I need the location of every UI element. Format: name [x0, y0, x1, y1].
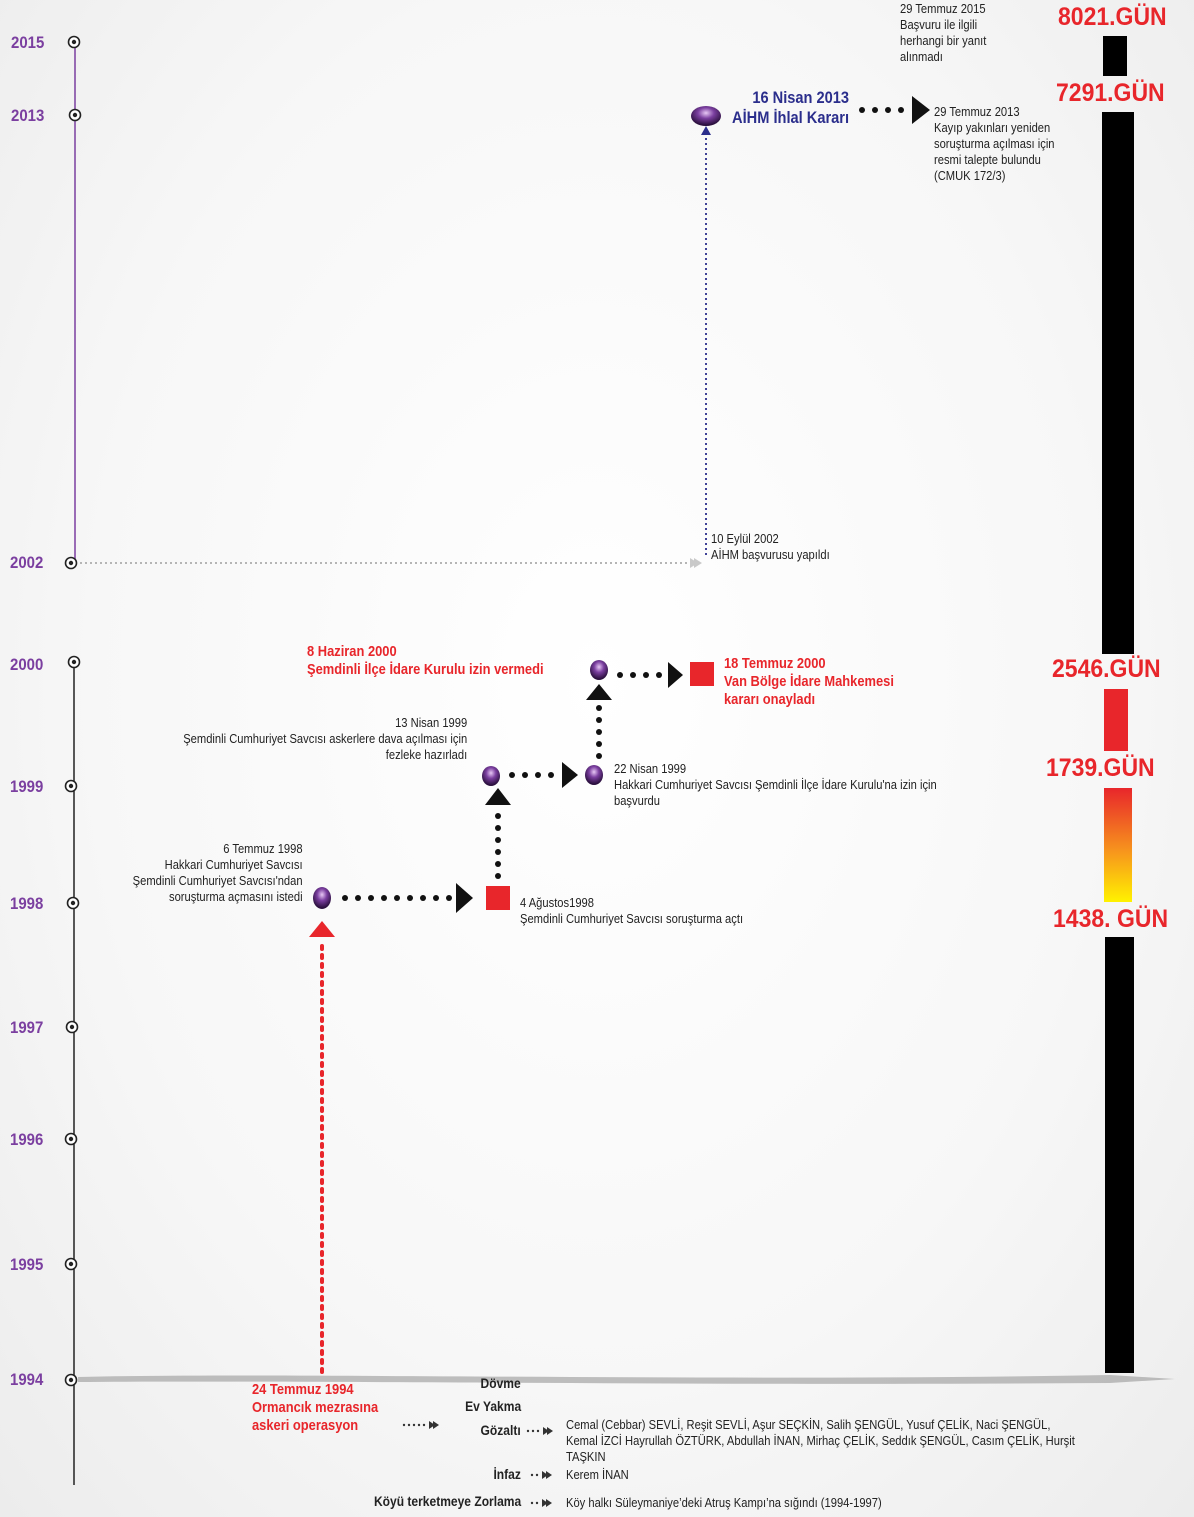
- day-count-7291: 7291.GÜN: [1056, 79, 1165, 107]
- event-2013-request: 29 Temmuz 2013 Kayıp yakınları yeniden s…: [934, 104, 1055, 183]
- arrow-1999-right: [562, 762, 578, 788]
- orb-2000: [590, 660, 608, 680]
- event-2002-text: 10 Eylül 2002 AİHM başvurusu yapıldı: [711, 531, 830, 562]
- infaz-names: Kerem İNAN: [566, 1467, 629, 1482]
- day-count-1438: 1438. GÜN: [1053, 905, 1169, 933]
- arrow-2013-up: [701, 126, 711, 135]
- year-marker-2000: [67, 655, 81, 669]
- violation-koy-terk: Köyü terketmeye Zorlama: [373, 1493, 521, 1509]
- square-1998-aug: [486, 886, 510, 910]
- year-marker-2013: [68, 108, 82, 122]
- gozalti-names: Cemal (Cebbar) SEVLİ, Reşit SEVLİ, Aşur …: [566, 1417, 1075, 1464]
- year-marker-1999: [64, 779, 78, 793]
- year-label-2015: 2015: [11, 33, 45, 52]
- connector-1998-1999: [495, 813, 501, 879]
- year-label-2000: 2000: [10, 655, 44, 674]
- orb-1998: [313, 887, 331, 909]
- arrow-1994-up: [309, 921, 335, 937]
- bar-8021: [1103, 36, 1127, 76]
- bar-1739: [1104, 788, 1132, 902]
- day-count-2546: 2546.GÜN: [1052, 655, 1161, 683]
- year-marker-2015: [67, 35, 81, 49]
- year-marker-1996: [64, 1132, 78, 1146]
- orb-2013: [691, 106, 721, 126]
- orb-1999-april13: [482, 766, 500, 786]
- violation-infaz: İnfaz: [493, 1466, 521, 1482]
- event-1994-operation: 24 Temmuz 1994 Ormancık mezrasına askeri…: [252, 1381, 379, 1434]
- arrow-2000-up: [586, 684, 612, 700]
- event-2000-court: 18 Temmuz 2000 Van Bölge İdare Mahkemesi…: [724, 655, 894, 708]
- arrow-1998-right: [456, 883, 473, 913]
- violation-gozalti: Gözaltı: [480, 1422, 521, 1438]
- year-marker-1997: [65, 1020, 79, 1034]
- year-marker-1994: [64, 1373, 78, 1387]
- year-label-2002: 2002: [10, 553, 44, 572]
- brush-stroke: [78, 1375, 1175, 1384]
- day-count-8021: 8021.GÜN: [1058, 3, 1167, 31]
- year-label-1994: 1994: [10, 1370, 44, 1389]
- year-marker-2002: [64, 556, 78, 570]
- bar-1438: [1105, 937, 1134, 1373]
- event-2015-text: 29 Temmuz 2015 Başvuru ile ilgili herhan…: [900, 1, 987, 64]
- event-1998-aug: 4 Ağustos1998 Şemdinli Cumhuriyet Savcıs…: [520, 895, 744, 926]
- year-label-1999: 1999: [10, 777, 44, 796]
- year-label-1997: 1997: [10, 1018, 44, 1037]
- bottom-connectors: [402, 1421, 553, 1507]
- event-2013-title: 16 Nisan 2013 AİHM İhlal Kararı: [731, 88, 849, 127]
- year-label-1998: 1998: [10, 894, 44, 913]
- violation-ev-yakma: Ev Yakma: [464, 1398, 521, 1414]
- event-2000-refusal: 8 Haziran 2000 Şemdinli İlçe İdare Kurul…: [307, 643, 544, 678]
- bar-2546: [1104, 689, 1128, 751]
- koy-terk-text: Köy halkı Süleymaniye’deki Atruş Kampı’n…: [566, 1495, 882, 1510]
- arrow-2002: [690, 558, 702, 568]
- violation-dovme: Dövme: [480, 1375, 521, 1391]
- year-markers: [64, 35, 82, 1387]
- year-marker-1995: [64, 1257, 78, 1271]
- square-2000-court: [690, 662, 714, 686]
- connector-1999-2000: [596, 705, 602, 759]
- arrow-2000-right: [668, 662, 683, 688]
- connector-2013-horizontal: [859, 107, 904, 113]
- year-marker-1998: [66, 896, 80, 910]
- connector-2000-horizontal: [617, 672, 662, 678]
- arrow-2013-right: [912, 96, 930, 124]
- event-1998-july: 6 Temmuz 1998 Hakkari Cumhuriyet Savcısı…: [133, 841, 303, 904]
- year-label-1995: 1995: [10, 1255, 44, 1274]
- connector-1999-horizontal: [509, 772, 554, 778]
- connector-1998-horizontal: [342, 895, 452, 901]
- year-label-2013: 2013: [11, 106, 45, 125]
- bar-7291: [1102, 112, 1134, 654]
- day-count-1739: 1739.GÜN: [1046, 754, 1155, 782]
- year-label-1996: 1996: [10, 1130, 44, 1149]
- event-1999-april13: 13 Nisan 1999 Şemdinli Cumhuriyet Savcıs…: [183, 715, 467, 762]
- arrow-1999-up: [485, 788, 511, 805]
- event-1999-april22: 22 Nisan 1999 Hakkari Cumhuriyet Savcısı…: [614, 761, 937, 808]
- orb-1999-april22: [585, 765, 603, 785]
